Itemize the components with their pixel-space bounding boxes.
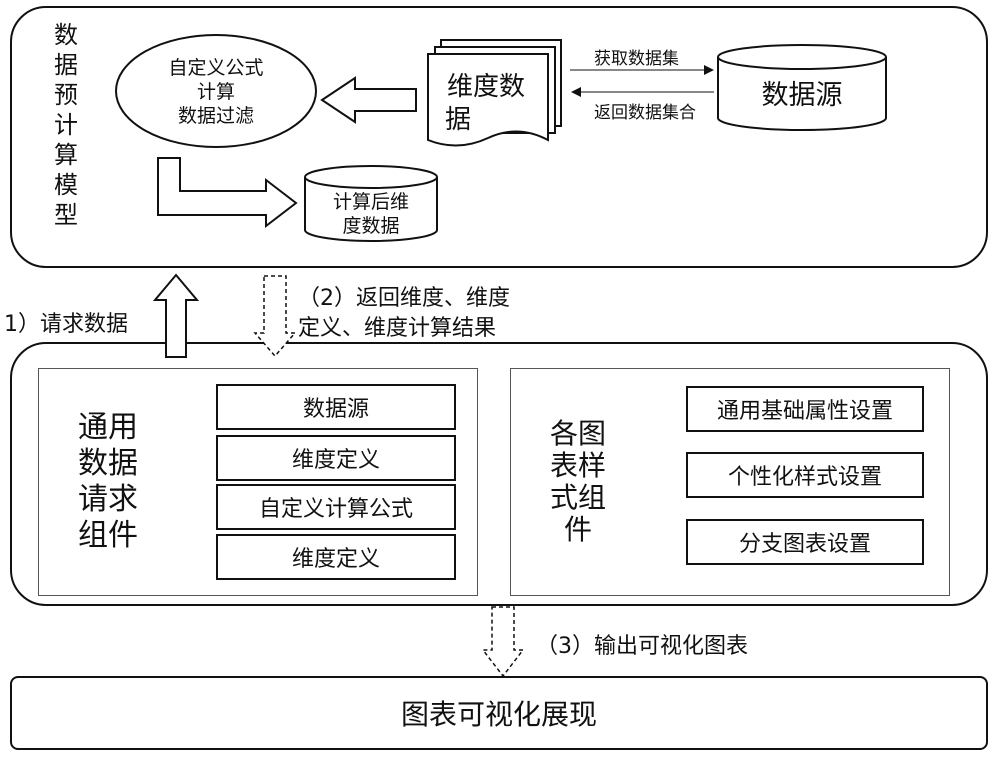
formula-ellipse [115, 34, 317, 148]
return-dataset-label: 返回数据集合 [594, 103, 696, 123]
title-line: 各图 [549, 417, 606, 450]
datasource-label: 数据源 [762, 80, 843, 111]
request-up-arrow [152, 273, 200, 358]
ellipse-line: 计算 [197, 81, 235, 103]
title-line: 通用 [78, 410, 138, 445]
elbow-hollow-arrow [157, 157, 298, 229]
request-item-dimension-def-2: 维度定义 [216, 534, 456, 580]
title-line: 请求 [78, 482, 138, 517]
title-line: 数据 [78, 446, 138, 481]
return-dataset-arrowhead [571, 87, 581, 97]
computed-dimension-cylinder [304, 165, 438, 242]
return-dimension-label: （2）返回维度、维度 定义、维度计算结果 [298, 284, 510, 344]
style-item-basic-props: 通用基础属性设置 [686, 386, 924, 432]
title-char: 模 [54, 171, 78, 199]
title-char: 预 [54, 81, 78, 109]
ellipse-line: 数据过滤 [178, 105, 254, 127]
title-char: 算 [54, 141, 78, 169]
request-item-dimension-def: 维度定义 [216, 435, 456, 481]
request-data-label: 1）请求数据 [4, 312, 128, 337]
get-dataset-label: 获取数据集 [594, 49, 679, 69]
request-item-datasource: 数据源 [216, 384, 456, 430]
cylinder-line: 度数据 [342, 215, 399, 237]
title-char: 型 [54, 201, 78, 229]
datasource-cylinder [717, 44, 887, 131]
output-down-arrow [481, 606, 525, 678]
title-line: 组件 [78, 518, 138, 553]
data-request-title: 通用 数据 请求 组件 [68, 410, 148, 554]
dimension-data-document [427, 39, 562, 147]
return-line: （2）返回维度、维度 [298, 286, 510, 311]
document-line: 据 [445, 105, 471, 135]
title-line: 表样 [549, 449, 606, 482]
get-dataset-arrowhead [704, 65, 714, 75]
return-down-arrow [253, 275, 297, 358]
output-chart-label: （3）输出可视化图表 [536, 634, 748, 659]
request-item-custom-formula: 自定义计算公式 [216, 484, 456, 530]
precompute-model-title: 数 据 预 计 算 模 型 [50, 20, 82, 230]
chart-style-title: 各图 表样 式组 件 [538, 418, 618, 546]
title-char: 数 [54, 21, 78, 49]
title-char: 计 [54, 111, 78, 139]
left-hollow-arrow [320, 76, 417, 124]
document-line: 维度数 [447, 72, 525, 102]
style-item-personal-style: 个性化样式设置 [686, 452, 924, 498]
cylinder-line: 计算后维 [333, 191, 409, 213]
title-line: 式组 [549, 481, 606, 514]
title-line: 件 [563, 513, 592, 546]
title-char: 据 [54, 51, 78, 79]
style-item-branch-chart: 分支图表设置 [686, 519, 924, 565]
ellipse-line: 自定义公式 [168, 57, 263, 79]
chart-visualization-box: 图表可视化展现 [10, 676, 988, 750]
output-box-label: 图表可视化展现 [400, 698, 597, 731]
return-line: 定义、维度计算结果 [298, 316, 497, 341]
